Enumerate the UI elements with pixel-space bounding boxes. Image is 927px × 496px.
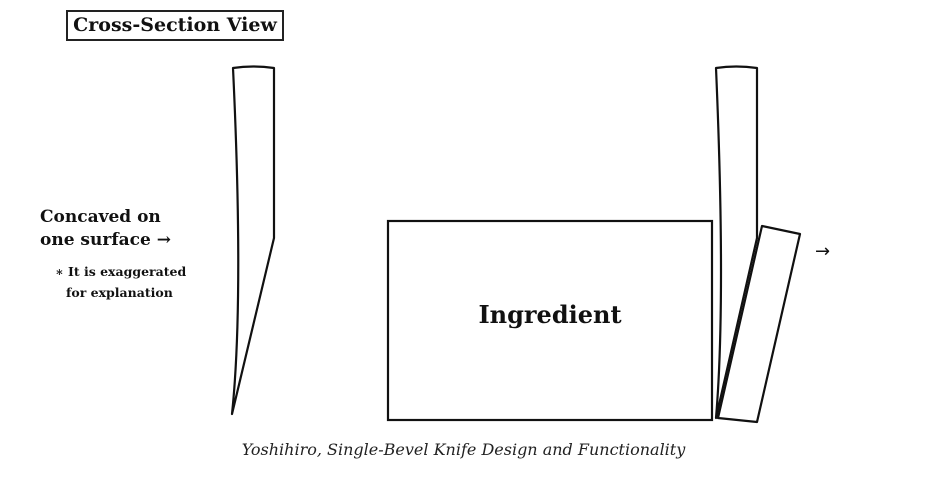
concave-label-line1: Concaved on <box>40 207 161 227</box>
figure-caption: Yoshihiro, Single-Bevel Knife Design and… <box>241 440 686 459</box>
cut-slice <box>716 224 802 424</box>
right-blade-cross-section <box>714 65 759 420</box>
ingredient-block <box>386 219 714 422</box>
note-line2: for explanation <box>66 285 173 300</box>
left-blade-cross-section <box>230 65 276 416</box>
concave-label-line2: one surface → <box>40 230 171 250</box>
right-arrow-icon: → <box>815 241 831 262</box>
title-box: Cross-Section View <box>66 10 284 41</box>
note-line1: ∗ It is exaggerated <box>55 264 187 279</box>
ingredient-label: Ingredient <box>478 300 622 329</box>
